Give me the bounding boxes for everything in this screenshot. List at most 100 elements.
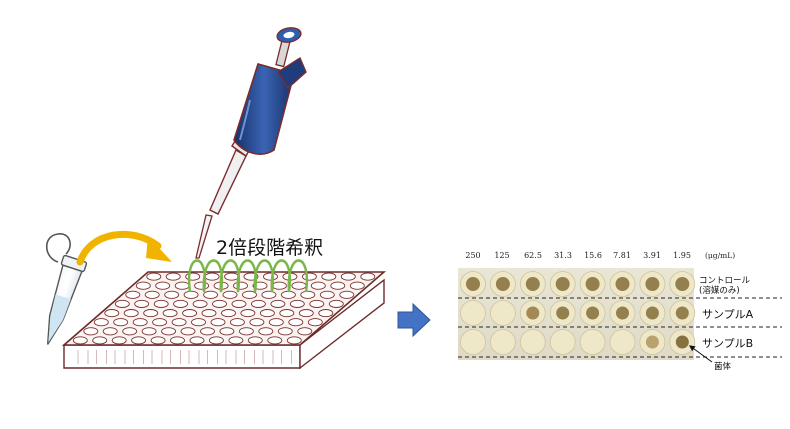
result-well [460,329,486,355]
bacteria-pellet [585,277,600,291]
concentration-label: 250 [465,251,481,260]
plate-well [210,318,226,327]
row-label-control-line1: コントロール [699,276,751,286]
plate-well [258,327,274,336]
pipette-icon [195,27,307,259]
transfer-arrow-icon [76,230,172,266]
plate-well [328,299,344,308]
plate-column-mark [244,350,255,364]
bacteria-pellet [645,306,659,320]
concentration-label: 7.81 [613,251,631,260]
bacteria-pellet [645,277,660,291]
result-well [609,329,636,355]
plate-well [171,318,187,327]
flow-arrow-icon [397,302,431,338]
plate-well [135,281,151,290]
plate-well [261,290,277,299]
plate-well [203,290,219,299]
plate-well [194,281,210,290]
bacteria-pellet [616,306,629,320]
plate-well [153,299,169,308]
row-label-sample-b: サンプルB [702,337,754,350]
plate-well [125,290,141,299]
plate-well [240,309,256,318]
plate-column-mark [207,350,218,364]
plate-well [141,327,157,336]
row-label-sample-a: サンプルA [702,308,754,321]
plate-well [192,299,208,308]
plate-well [92,336,108,345]
plate-well [174,281,190,290]
plate-well [219,327,235,336]
concentration-label: 31.3 [554,251,572,260]
plate-well [289,299,305,308]
plate-well [150,336,166,345]
concentration-label: 1.95 [673,251,691,260]
bacteria-pointer-icon [689,345,713,363]
bacteria-pellet [526,306,540,320]
bacteria-pellet [615,277,630,291]
plate-well [249,318,265,327]
plate-well [201,309,217,318]
plate-column-mark [133,350,144,364]
bacteria-pellet [645,335,659,349]
plate-well [144,290,160,299]
plate-well [185,272,201,281]
plate-well [263,272,278,281]
plate-well [152,318,168,327]
plate-well [247,336,263,345]
plate-well [250,299,266,308]
plate-well [111,336,127,345]
plate-well [182,309,198,318]
plate-well [224,272,240,281]
plate-well [288,318,304,327]
plate-well [300,290,316,299]
bacteria-pellet [675,306,689,320]
dilution-title: 2倍段階希釈 [216,237,324,259]
plate-well [123,309,139,318]
plate-well [301,272,317,281]
plate-well [228,336,244,345]
bacteria-pellet [556,306,570,320]
bacteria-label: 菌体 [714,362,732,372]
plate-well [173,299,189,308]
plate-well [221,309,236,318]
concentration-label: 3.91 [643,251,661,260]
result-well [579,329,606,355]
well-plate-icon [61,271,387,370]
plate-well [191,318,206,327]
plate-column-mark [170,350,181,364]
result-well [460,300,486,326]
plate-well [104,309,120,318]
plate-well [229,318,245,327]
plate-well [280,290,296,299]
plate-well [183,290,199,299]
plate-well [309,299,325,308]
row-label-control-line2: (溶媒のみ) [699,286,740,296]
plate-well [72,336,88,345]
plate-well [360,272,376,281]
plate-well [204,272,220,281]
plate-well [330,281,346,290]
plate-well [267,336,283,345]
concentration-label: 125 [494,251,510,260]
plate-well [297,327,313,336]
concentration-label: 62.5 [524,251,542,260]
plate-well [279,309,295,318]
plate-well [286,336,302,345]
plate-well [321,272,337,281]
plate-well [131,336,147,345]
plate-well [208,336,224,345]
plate-well [180,327,196,336]
row-label-control: コントロール (溶媒のみ) [699,276,750,296]
plate-column-mark [281,350,292,364]
plate-well [134,299,150,308]
result-well [489,300,516,326]
plate-well [298,309,314,318]
plate-well [318,309,334,318]
plate-well [349,281,365,290]
plate-column-mark [188,350,200,364]
plate-column-mark [262,350,274,364]
result-well [489,329,516,355]
